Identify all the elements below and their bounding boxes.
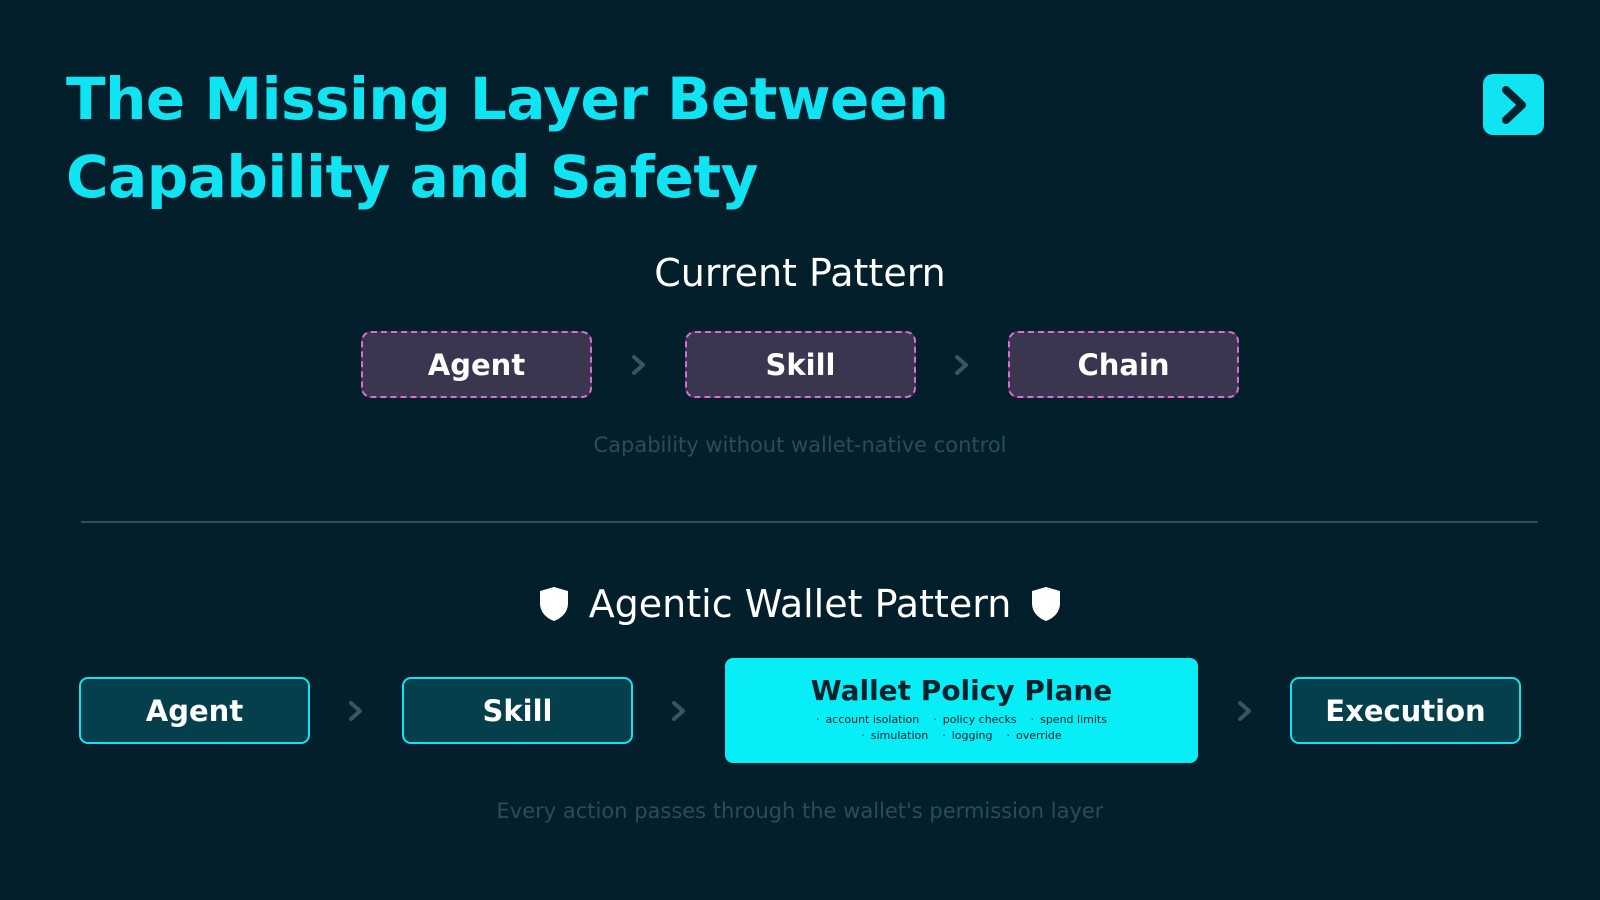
agentic-step-agent: Agent <box>79 677 310 744</box>
policy-feature: policy checks <box>933 712 1017 728</box>
current-pattern-caption: Capability without wallet-native control <box>593 433 1007 457</box>
policy-feature: spend limits <box>1031 712 1107 728</box>
page-title-line-2: Capability and Safety <box>66 143 758 211</box>
policy-feature: override <box>1006 728 1062 744</box>
current-step-skill: Skill <box>685 331 916 398</box>
agentic-step-skill: Skill <box>402 677 633 744</box>
shield-icon <box>537 585 571 623</box>
arrow-right-icon <box>632 355 645 375</box>
section-divider <box>81 521 1538 523</box>
agentic-pattern-heading-text: Agentic Wallet Pattern <box>588 582 1012 626</box>
chevron-right-icon <box>1501 85 1526 124</box>
next-button[interactable] <box>1483 74 1544 135</box>
policy-plane-title: Wallet Policy Plane <box>810 674 1113 707</box>
page-title-line-1: The Missing Layer Between <box>66 65 949 133</box>
current-step-chain: Chain <box>1008 331 1239 398</box>
policy-feature: logging <box>942 728 993 744</box>
arrow-right-icon <box>1238 701 1251 721</box>
current-pattern-heading: Current Pattern <box>654 251 946 295</box>
arrow-right-icon <box>672 701 685 721</box>
agentic-step-execution: Execution <box>1290 677 1521 744</box>
arrow-right-icon <box>955 355 968 375</box>
shield-icon <box>1029 585 1063 623</box>
policy-feature: simulation <box>861 728 928 744</box>
wallet-policy-plane: Wallet Policy Plane account isolation po… <box>725 658 1198 763</box>
current-step-agent: Agent <box>361 331 592 398</box>
agentic-pattern-heading: Agentic Wallet Pattern <box>0 582 1600 626</box>
agentic-pattern-caption: Every action passes through the wallet's… <box>496 799 1104 823</box>
arrow-right-icon <box>349 701 362 721</box>
policy-feature-list: account isolation policy checks spend li… <box>725 712 1198 744</box>
page-title: The Missing Layer Between Capability and… <box>66 60 949 216</box>
policy-feature: account isolation <box>816 712 920 728</box>
